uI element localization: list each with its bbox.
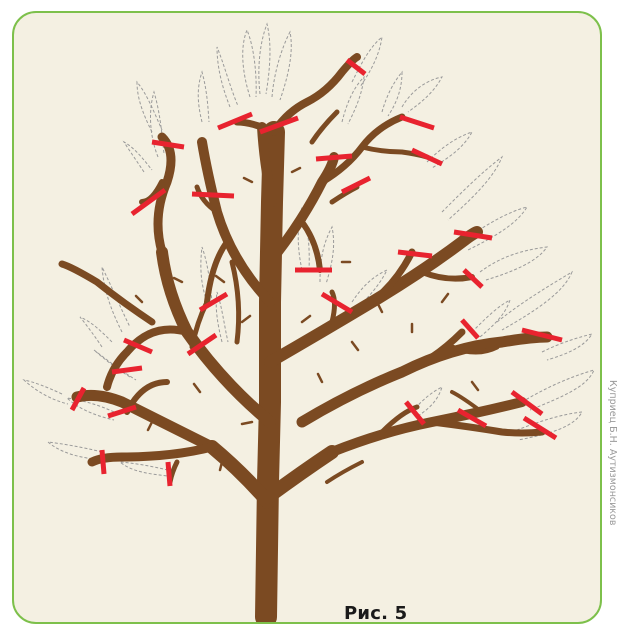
figure-caption: Рис. 5 <box>344 603 408 624</box>
removed-shoots <box>22 22 595 477</box>
photo-credit: Куприец Б.Н. Аутизмонсиков <box>606 380 618 630</box>
photo-credit-text: Куприец Б.Н. Аутизмонсиков <box>607 380 618 526</box>
figure-panel: Рис. 5 <box>12 11 602 624</box>
cut-marks <box>69 58 563 487</box>
tree-illustration <box>22 22 595 622</box>
